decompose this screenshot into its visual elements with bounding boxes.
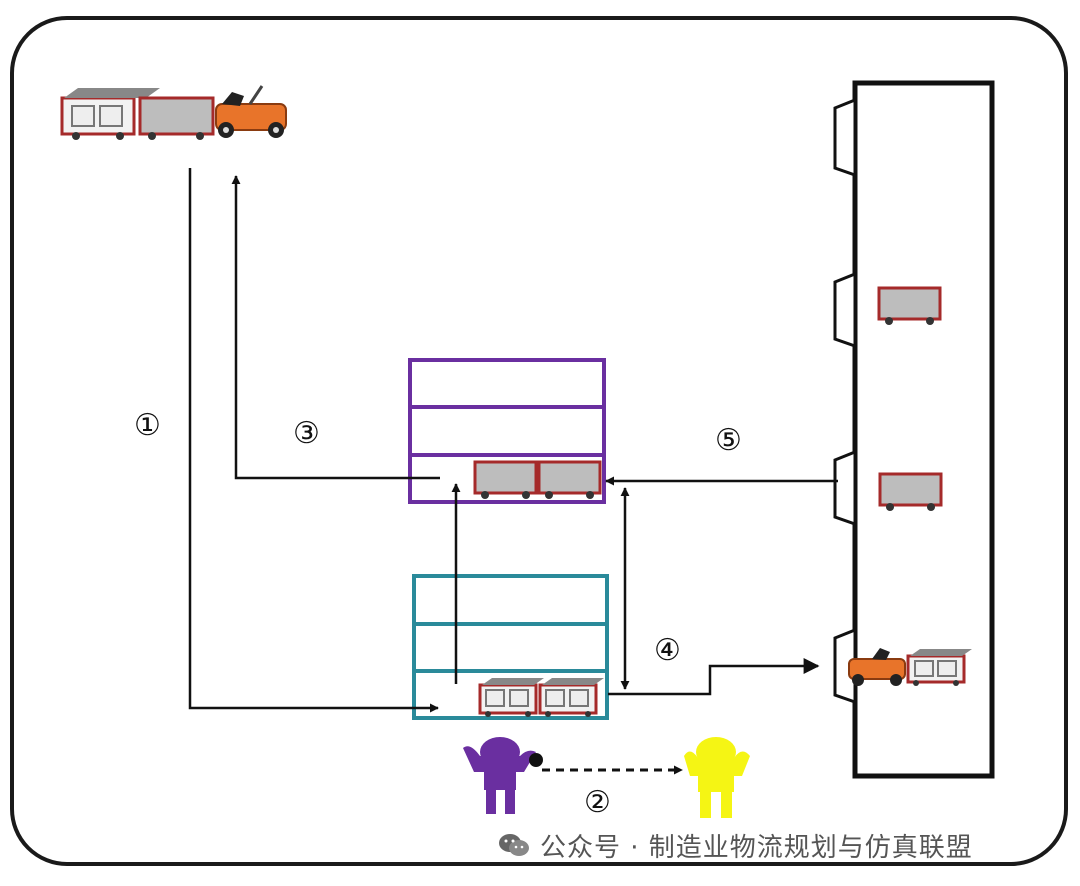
cart-with-boxes	[478, 678, 544, 717]
step-4-label: ④	[654, 633, 681, 668]
watermark-text: 公众号 · 制造业物流规划与仿真联盟	[540, 832, 973, 863]
watermark: 公众号 · 制造业物流规划与仿真联盟	[498, 827, 973, 863]
step-2-label: ②	[584, 785, 611, 820]
tugger-train-at-line	[848, 648, 972, 686]
cart-empty	[877, 286, 942, 325]
cart-empty	[138, 96, 215, 140]
tugger-vehicle	[215, 85, 287, 138]
dock-4	[833, 627, 857, 705]
dock-3	[833, 449, 857, 527]
cart-empty	[878, 472, 943, 511]
cart-with-boxes	[538, 678, 604, 717]
step-1-label: ①	[134, 408, 161, 443]
diagram-frame	[10, 16, 1068, 866]
arrow-step4	[608, 658, 820, 696]
dock-1	[833, 97, 857, 178]
wechat-icon	[499, 834, 529, 856]
arrow-step1	[188, 168, 439, 713]
tugger-train-top	[60, 85, 287, 140]
cart-empty	[473, 460, 538, 499]
operator-purple-figure	[463, 737, 543, 814]
full-cart-rack	[412, 574, 609, 720]
dock-2	[833, 271, 857, 349]
cart-empty	[537, 460, 602, 499]
operator-yellow-figure	[684, 737, 750, 818]
assembly-line-building	[833, 80, 995, 779]
step-3-label: ③	[293, 416, 320, 451]
arrow-step3	[231, 175, 440, 480]
step-5-label: ⑤	[715, 423, 742, 458]
cart-with-boxes	[60, 88, 160, 140]
empty-cart-rack	[408, 358, 606, 504]
